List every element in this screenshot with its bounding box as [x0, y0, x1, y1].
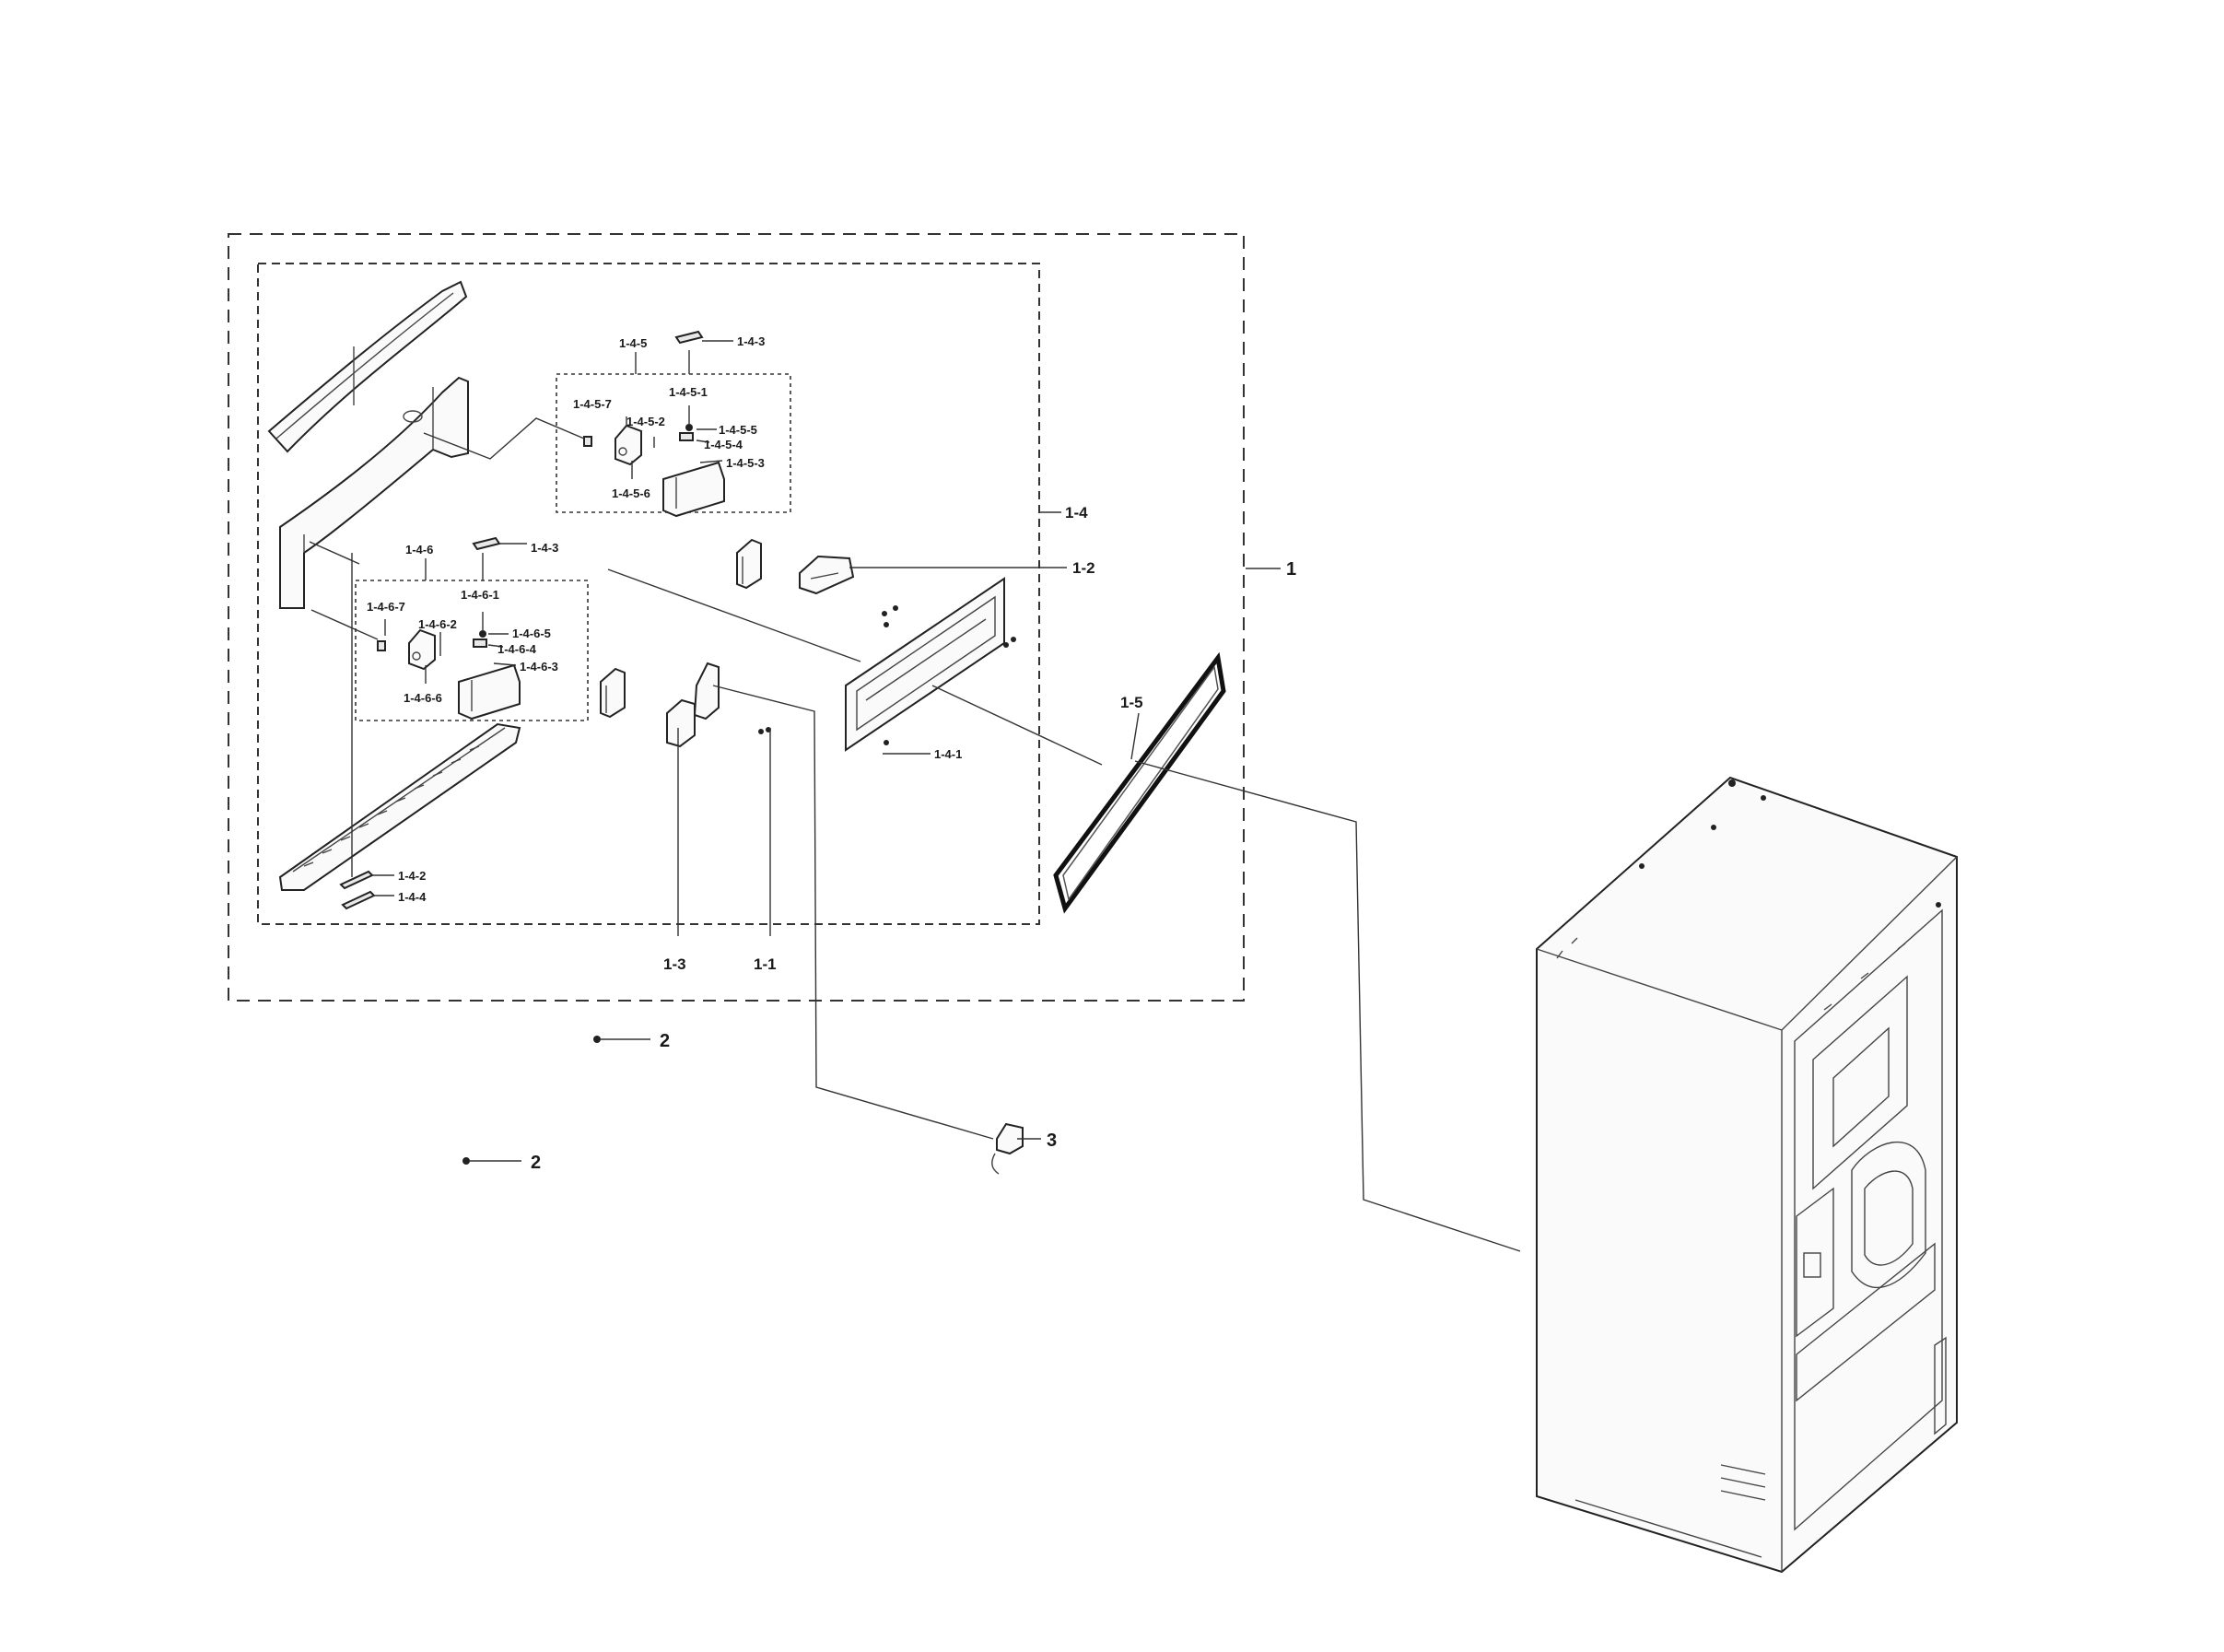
label-1-4-6-1: 1-4-6-1 — [461, 588, 499, 602]
label-1-4-6: 1-4-6 — [405, 543, 433, 557]
door-cap-top-part — [267, 280, 468, 453]
label-1-4-4: 1-4-4 — [398, 890, 427, 904]
label-1-1: 1-1 — [754, 955, 777, 973]
label-1-4-5-7: 1-4-5-7 — [573, 397, 612, 411]
label-1-4-1: 1-4-1 — [934, 747, 962, 761]
bracket-pair-lower — [600, 662, 720, 748]
label-1: 1 — [1286, 559, 1296, 580]
label-1-4-5-5: 1-4-5-5 — [719, 423, 757, 437]
screw-2-lower — [462, 1157, 470, 1165]
part-1-4-4-shape — [341, 890, 376, 910]
assembly-1-boundary — [228, 233, 1245, 1002]
label-1-4-6-3: 1-4-6-3 — [520, 660, 558, 674]
callout-labels: 1 1-4 1-2 1-4-1 1-5 1-3 1-1 1-4-5 1-4-3 … — [367, 334, 1296, 1173]
label-1-4-3-lower: 1-4-3 — [531, 541, 558, 555]
label-1-4-6-5: 1-4-6-5 — [512, 627, 551, 640]
part-1-4-2-shape — [339, 870, 374, 890]
label-3: 3 — [1047, 1131, 1057, 1151]
label-2-lower: 2 — [531, 1153, 541, 1173]
label-1-4-5-6: 1-4-5-6 — [612, 486, 650, 500]
label-1-2: 1-2 — [1072, 559, 1095, 577]
assembly-1-4-boundary — [257, 263, 1040, 925]
leader-lines — [310, 340, 1521, 1252]
label-1-4-6-6: 1-4-6-6 — [404, 691, 442, 705]
label-1-4: 1-4 — [1065, 504, 1088, 521]
label-1-4-5-2: 1-4-5-2 — [626, 415, 665, 428]
gasket-1-5 — [1053, 651, 1226, 914]
label-1-5: 1-5 — [1120, 694, 1143, 711]
hinge-assembly-1-4-5-parts — [583, 330, 725, 518]
label-1-4-5-3: 1-4-5-3 — [726, 456, 765, 470]
label-1-4-6-7: 1-4-6-7 — [367, 600, 405, 614]
label-1-4-5-4: 1-4-5-4 — [704, 438, 743, 451]
label-1-4-5-1: 1-4-5-1 — [669, 385, 708, 399]
hinge-clip-3 — [996, 1122, 1024, 1155]
label-1-4-2: 1-4-2 — [398, 869, 426, 883]
label-1-4-6-2: 1-4-6-2 — [418, 617, 457, 631]
refrigerator-cabinet — [1536, 776, 1958, 1574]
bracket-pair-upper — [736, 538, 855, 595]
label-1-4-5: 1-4-5 — [619, 336, 647, 350]
label-2-upper: 2 — [660, 1031, 670, 1051]
handle-bar-ribs — [303, 745, 480, 867]
label-1-3: 1-3 — [663, 955, 686, 973]
label-1-4-3-top: 1-4-3 — [737, 334, 765, 348]
label-1-4-6-4: 1-4-6-4 — [497, 642, 537, 656]
door-cap-bottom-part — [278, 722, 521, 891]
assembly-1-4-6-boundary — [355, 580, 589, 721]
door-cap-frame-part — [279, 376, 469, 609]
door-panel-1-4-1 — [845, 577, 1005, 752]
screw-2-upper — [593, 1036, 601, 1043]
